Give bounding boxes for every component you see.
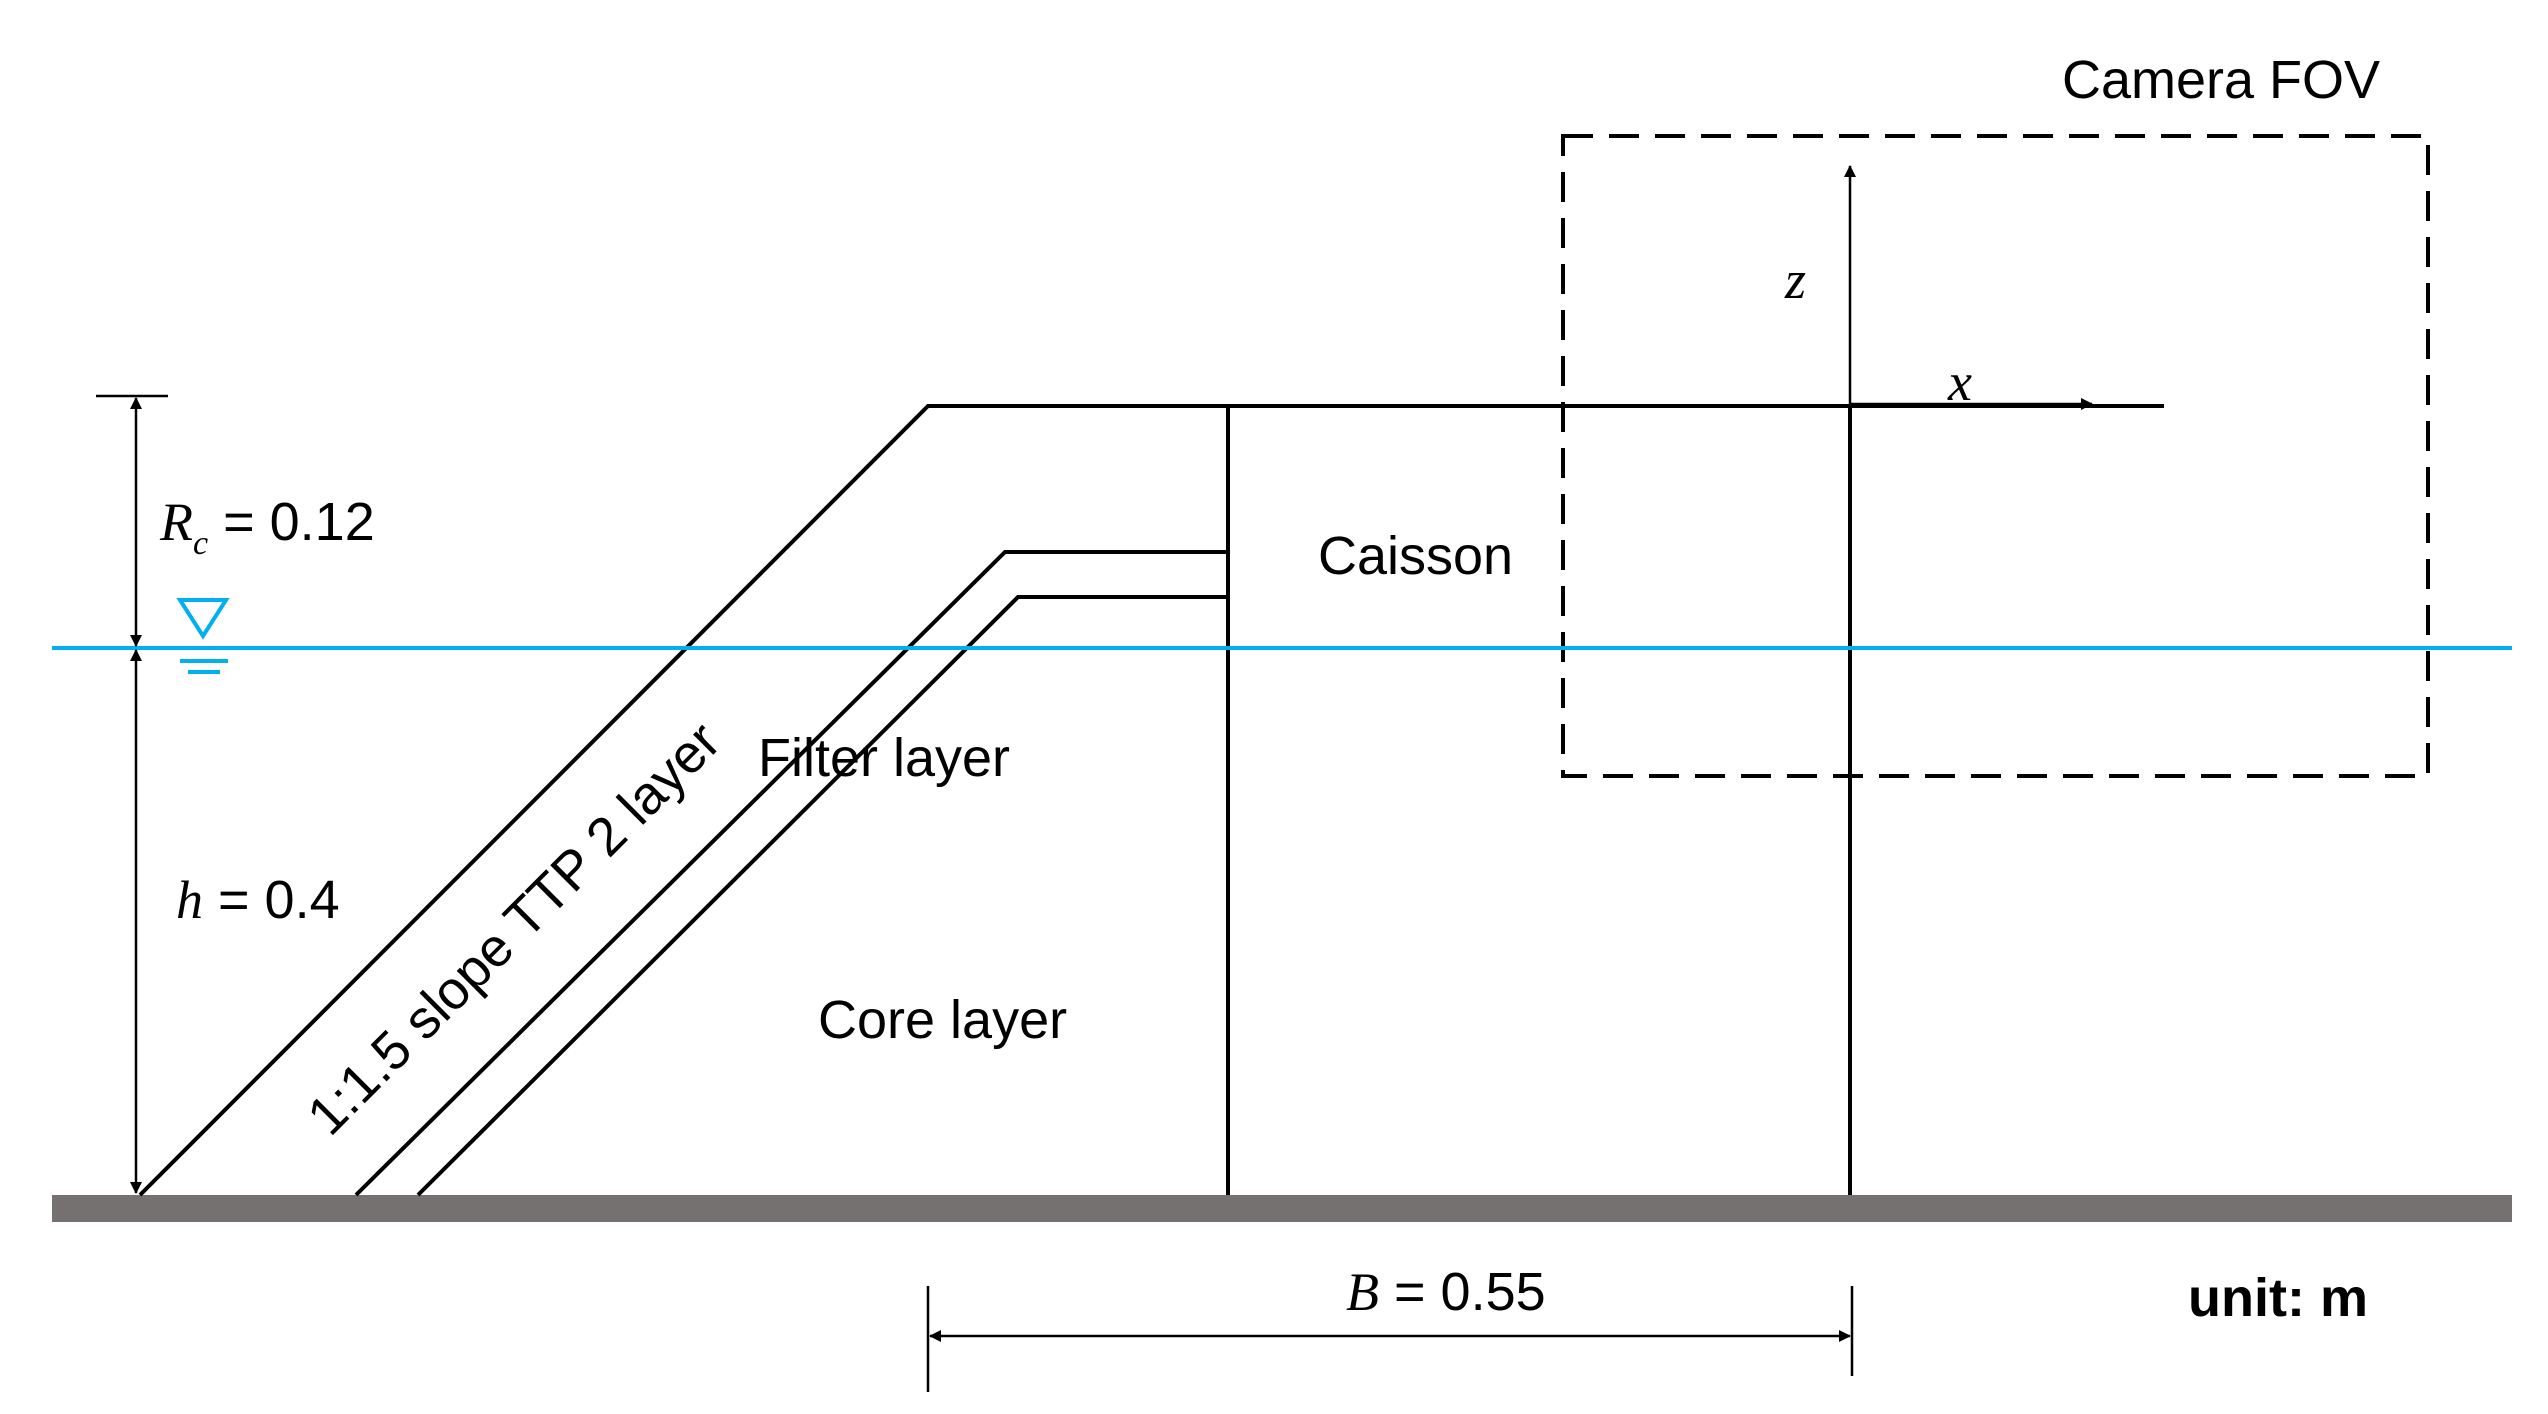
water-level-symbol	[176, 598, 230, 674]
x-axis-label: x	[1947, 352, 1972, 412]
seabed	[52, 1195, 2512, 1222]
camera-fov-label: Camera FOV	[2062, 50, 2380, 110]
unit-label: unit: m	[2188, 1268, 2368, 1328]
core-layer-boundary	[416, 595, 1228, 1197]
h-label: h = 0.4	[176, 870, 340, 930]
camera-fov-box	[1561, 134, 2430, 778]
core-layer-label: Core layer	[818, 990, 1067, 1050]
z-axis-label: z	[1784, 250, 1806, 310]
b-label: B = 0.55	[1346, 1262, 1546, 1322]
filter-layer-label: Filter layer	[758, 728, 1010, 788]
rc-label: Rc = 0.12	[159, 492, 375, 562]
caisson-label: Caisson	[1318, 526, 1513, 586]
armour-outer-slope	[138, 404, 2164, 1197]
filter-layer-boundary	[354, 550, 1228, 1197]
slope-label: 1:1.5 slope TTP 2 layer	[296, 711, 732, 1147]
